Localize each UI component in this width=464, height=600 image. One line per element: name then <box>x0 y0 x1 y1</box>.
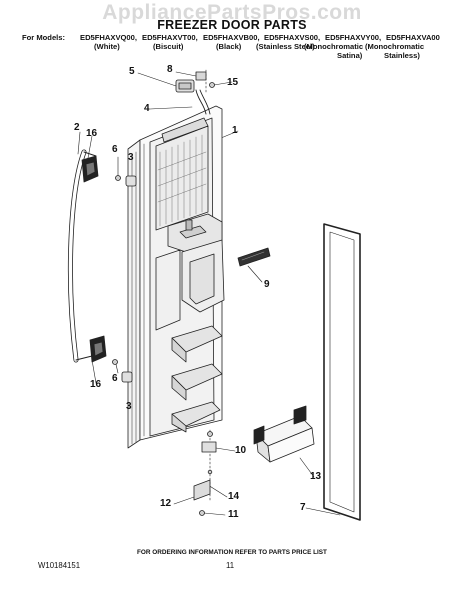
callout-8: 8 <box>167 64 173 75</box>
callout-13: 13 <box>310 471 322 482</box>
door-gasket <box>323 223 361 521</box>
model-number: ED5FHAXVQ00, <box>80 33 137 42</box>
door-handle <box>67 149 97 363</box>
callout-9: 9 <box>264 279 270 290</box>
page-title: FREEZER DOOR PARTS <box>157 18 307 32</box>
model-color: (Black) <box>216 42 242 51</box>
trim-strip <box>237 247 271 267</box>
callout-2: 2 <box>74 122 80 133</box>
dispenser-housing <box>155 213 225 331</box>
model-color: (Biscuit) <box>153 42 184 51</box>
model-color: Stainless) <box>384 51 420 60</box>
callout-15: 15 <box>227 77 239 88</box>
callout-1: 1 <box>232 125 238 136</box>
model-number: ED5FHAXVB00, <box>203 33 260 42</box>
ordering-note: FOR ORDERING INFORMATION REFER TO PARTS … <box>137 549 327 556</box>
callout-3: 3 <box>126 401 132 412</box>
callout-12: 12 <box>160 498 172 509</box>
page-number: 11 <box>226 561 235 570</box>
model-color: (White) <box>94 42 120 51</box>
model-number: ED5FHAXVT00, <box>142 33 198 42</box>
wiring-harness <box>175 79 211 115</box>
callout-6: 6 <box>112 373 118 384</box>
callout-11: 11 <box>228 509 239 520</box>
callout-3: 3 <box>128 152 134 163</box>
screws-and-hardware <box>112 71 217 516</box>
door-bin <box>253 405 315 463</box>
handle-end-caps <box>81 155 107 363</box>
door-shelf-stack <box>171 325 223 433</box>
callout-6: 6 <box>112 144 118 155</box>
callout-16: 16 <box>90 379 102 390</box>
callout-16: 16 <box>86 128 98 139</box>
model-color: (Monochromatic <box>365 42 425 51</box>
callout-5: 5 <box>129 66 135 77</box>
model-color: (Stainless Steel) <box>256 42 315 51</box>
callout-7: 7 <box>300 502 306 513</box>
callout-14: 14 <box>228 491 240 502</box>
callout-10: 10 <box>235 445 247 456</box>
watermark: AppliancePartsPros.com <box>102 1 362 24</box>
model-color: Satina) <box>337 51 363 60</box>
models-prefix: For Models: <box>22 33 66 42</box>
document-number: W10184151 <box>38 561 81 570</box>
callout-4: 4 <box>144 103 150 114</box>
model-number: ED5FHAXVY00, <box>325 33 382 42</box>
model-color: (Monochromatic <box>304 42 364 51</box>
model-number: ED5FHAXVA00 <box>386 33 440 42</box>
model-number: ED5FHAXVS00, <box>264 33 321 42</box>
